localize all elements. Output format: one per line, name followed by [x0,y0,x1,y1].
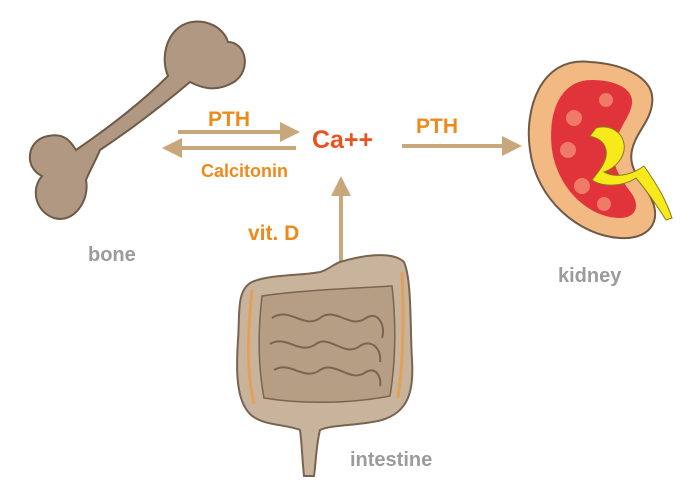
kidney-illustration: kidney [527,60,673,287]
vitamin-d-label: vit. D [248,222,299,245]
kidney-label: kidney [558,265,622,287]
pth-bone-label: PTH [208,108,250,131]
bone-illustration: bone [28,20,246,266]
pth-kidney-label: PTH [416,115,458,138]
intestine-ca-arrow: vit. D [248,176,351,280]
intestine-label: intestine [350,449,432,471]
ca-kidney-arrow: PTH [402,115,522,156]
intestine-illustration: intestine [236,254,432,477]
calcium-ion-label: Ca++ [312,126,373,154]
bone-ca-arrows: PTH Calcitonin [162,108,300,181]
bone-label: bone [88,244,136,266]
calcitonin-label: Calcitonin [201,161,288,181]
